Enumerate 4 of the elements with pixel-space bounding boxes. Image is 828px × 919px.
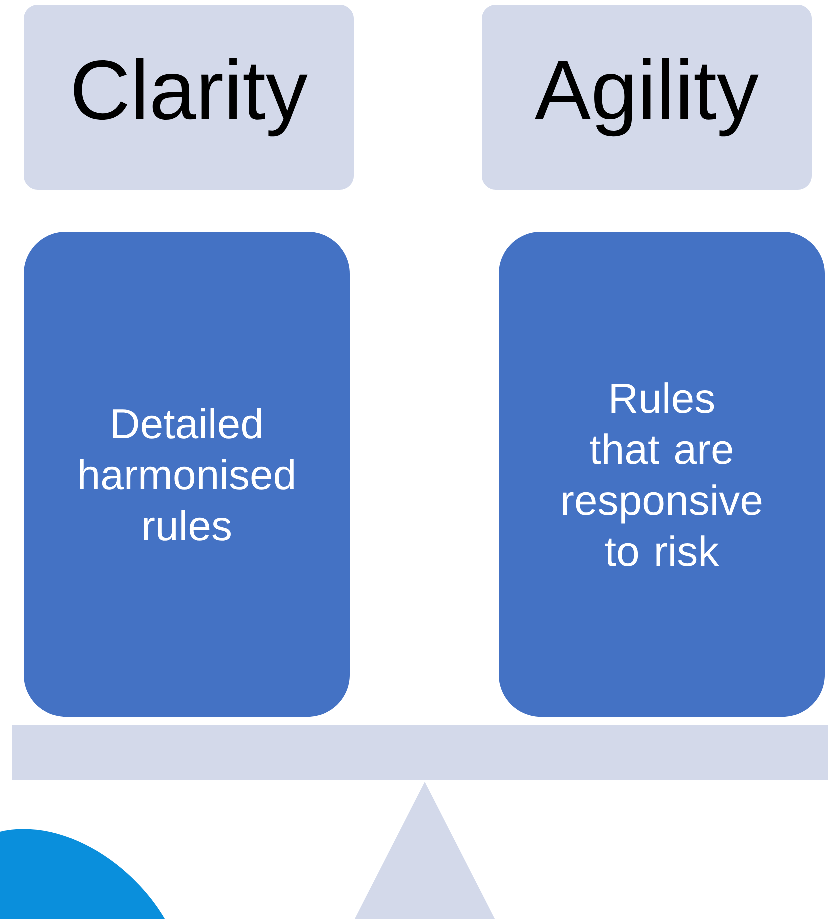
heading-box: Agility [482, 5, 812, 190]
heading-box: Clarity [24, 5, 354, 190]
text-panel: Detailed harmonised rules [24, 232, 350, 717]
text-panel: Rules that are responsive to risk [499, 232, 825, 717]
